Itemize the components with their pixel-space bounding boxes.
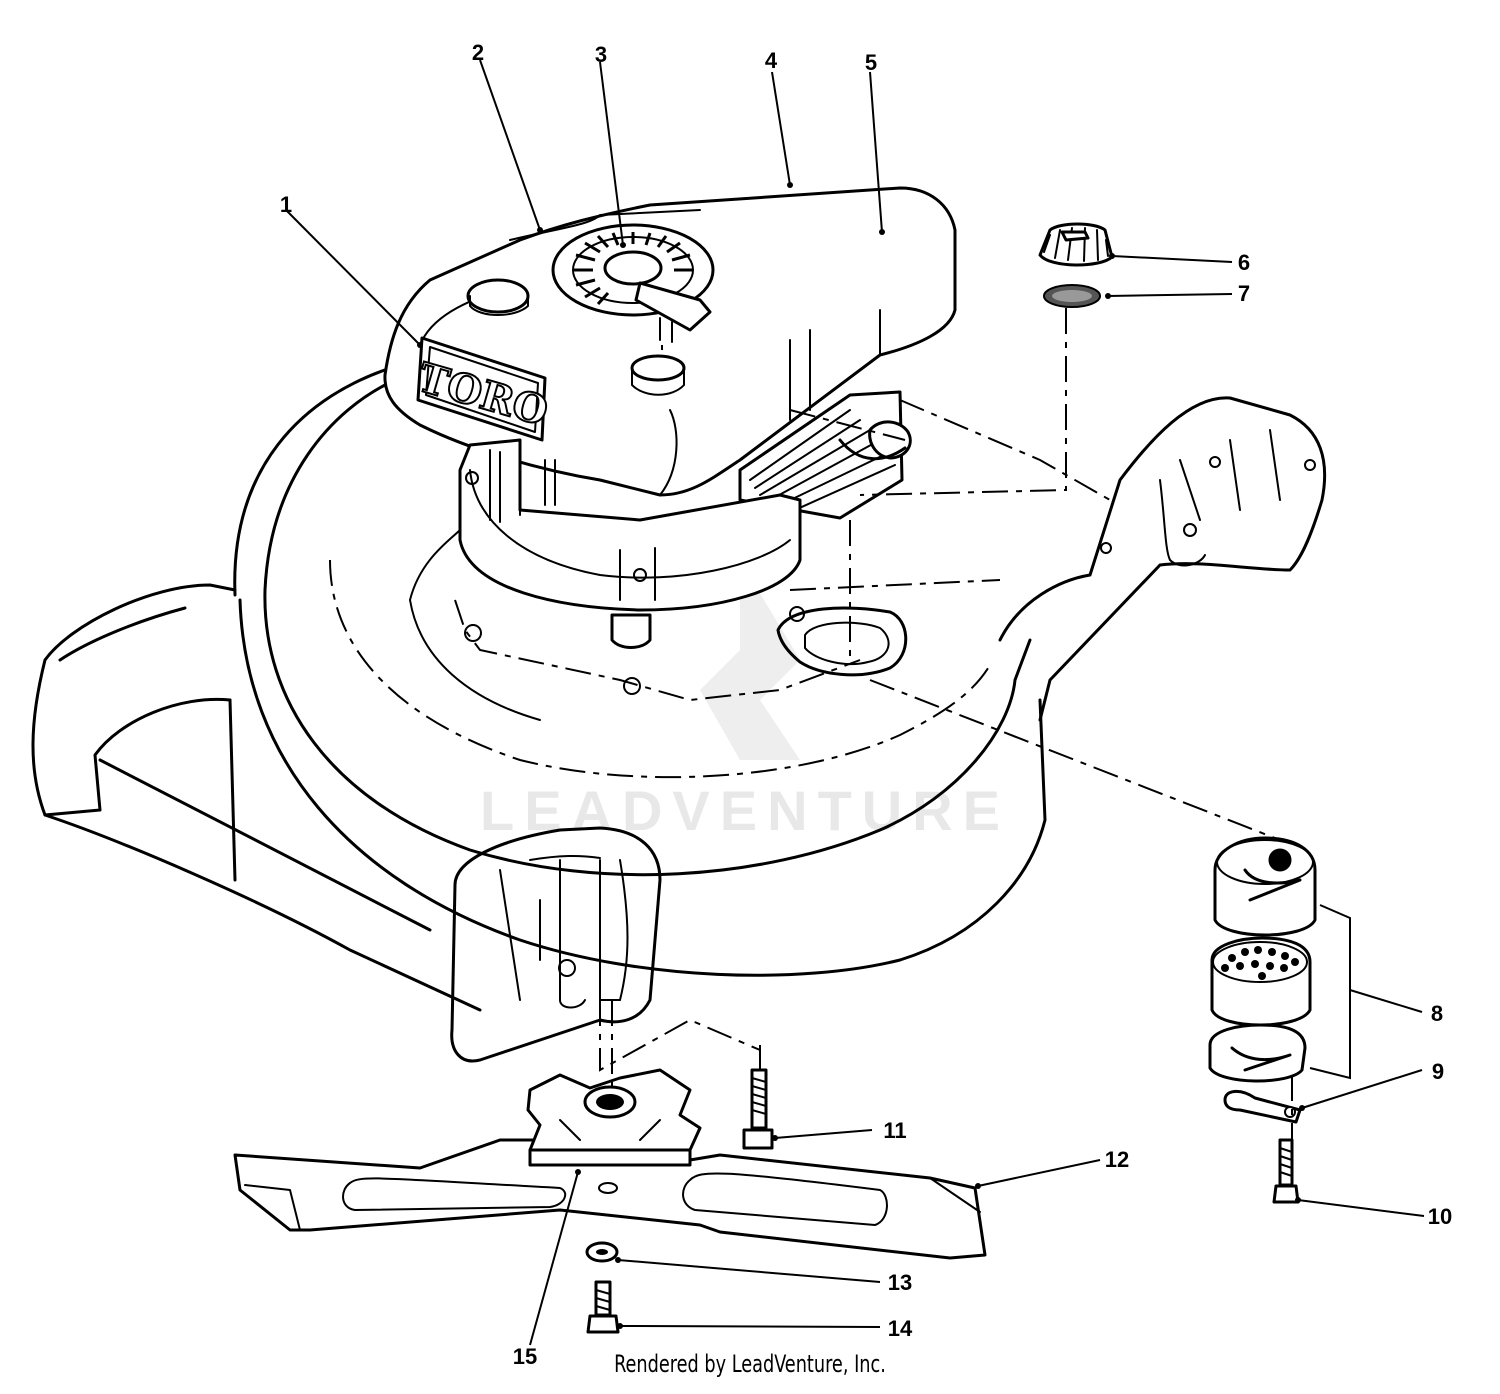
- air-breather-cap: [1038, 222, 1114, 267]
- callout-6: 6: [1238, 250, 1250, 275]
- callout-14: 14: [888, 1316, 913, 1341]
- callout-4: 4: [765, 48, 778, 73]
- callout-numbers: 1 2 3 4 5 6 7 8 9 10 11 12 13 14 15: [280, 40, 1452, 1369]
- muffler-gasket-ring: [776, 606, 908, 677]
- watermark-text: LEADVENTURE: [480, 779, 1010, 842]
- leader-lines: [285, 59, 1425, 1346]
- callout-1: 1: [280, 192, 292, 217]
- breather-screen: [1043, 284, 1101, 308]
- callout-3: 3: [595, 42, 607, 67]
- muffler-assembly: [1208, 836, 1351, 1204]
- engine: TORO: [383, 186, 957, 649]
- mower-deck: [31, 363, 1327, 1072]
- callout-15: 15: [513, 1344, 537, 1369]
- watermark: LEADVENTURE: [480, 560, 1010, 842]
- blade-assembly: [233, 1000, 987, 1334]
- callout-7: 7: [1238, 281, 1250, 306]
- callout-13: 13: [888, 1270, 912, 1295]
- callout-2: 2: [472, 40, 484, 65]
- callout-9: 9: [1432, 1059, 1444, 1084]
- callout-10: 10: [1428, 1204, 1452, 1229]
- callout-11: 11: [883, 1118, 906, 1143]
- callout-12: 12: [1105, 1147, 1129, 1172]
- recoil-starter: [551, 223, 715, 343]
- credit-line: Rendered by LeadVenture, Inc.: [614, 1350, 886, 1378]
- cylinder-fins: [738, 390, 912, 520]
- callout-5: 5: [865, 50, 877, 75]
- callout-8: 8: [1431, 1001, 1443, 1026]
